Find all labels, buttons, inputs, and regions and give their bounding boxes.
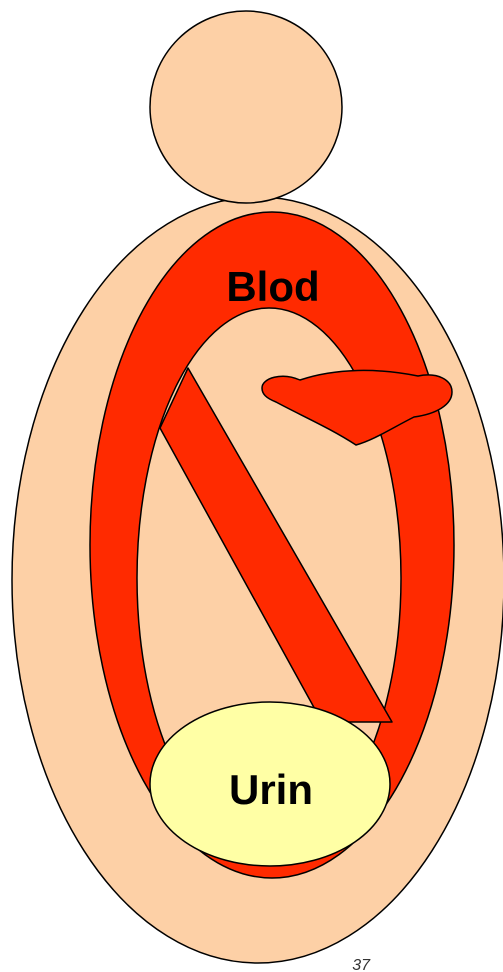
- footer-number: 37: [352, 957, 371, 972]
- blood-label: Blod: [226, 263, 319, 310]
- body-head: [150, 11, 342, 203]
- urine-label: Urin: [229, 766, 313, 813]
